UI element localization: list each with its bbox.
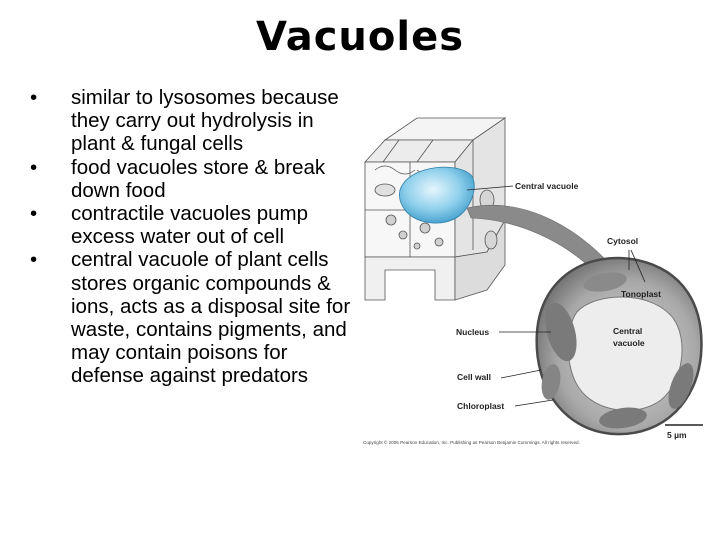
- central-vacuole-shape: [399, 166, 475, 224]
- slide-title: Vacuoles: [255, 14, 465, 60]
- copyright-text: Copyright © 2005 Pearson Education, Inc.…: [363, 439, 580, 445]
- bullet-item: • contractile vacuoles pump excess water…: [30, 202, 360, 248]
- bullet-item: • food vacuoles store & break down food: [30, 156, 360, 202]
- bullet-text: food vacuoles store & break down food: [71, 155, 326, 202]
- label-tonoplast: Tonoplast: [621, 289, 661, 299]
- bullet-text: contractile vacuoles pump excess water o…: [71, 202, 309, 249]
- plant-cell-block: [364, 117, 507, 301]
- label-central-vacuole-inner-1: Central: [613, 326, 642, 336]
- bullet-text: similar to lysosomes because they carry …: [71, 86, 339, 156]
- label-nucleus: Nucleus: [456, 327, 489, 337]
- bullet-text: central vacuole of plant cells stores or…: [71, 248, 351, 388]
- bullet-item: • central vacuole of plant cells stores …: [30, 248, 360, 387]
- vacuole-figure: Central vacuole Cytosol Tonoplast Nucleu…: [355, 100, 720, 460]
- bullet-list: • similar to lysosomes because they carr…: [30, 86, 360, 388]
- label-chloroplast: Chloroplast: [457, 401, 504, 411]
- bullet-dot: •: [30, 248, 38, 272]
- bullet-dot: •: [30, 86, 38, 109]
- label-scale: 5 µm: [667, 430, 687, 440]
- leader-lines: [466, 185, 646, 407]
- label-central-vacuole-inner-2: vacuole: [613, 338, 645, 348]
- label-central-vacuole: Central vacuole: [515, 181, 579, 191]
- plant-cell-illustration: Central vacuole Cytosol Tonoplast Nucleu…: [363, 117, 703, 445]
- bullet-dot: •: [30, 155, 38, 179]
- bullet-dot: •: [30, 202, 38, 226]
- bullet-item: • similar to lysosomes because they carr…: [30, 86, 360, 156]
- micrograph: [535, 256, 703, 436]
- label-cell-wall: Cell wall: [457, 372, 491, 382]
- label-cytosol: Cytosol: [607, 236, 638, 246]
